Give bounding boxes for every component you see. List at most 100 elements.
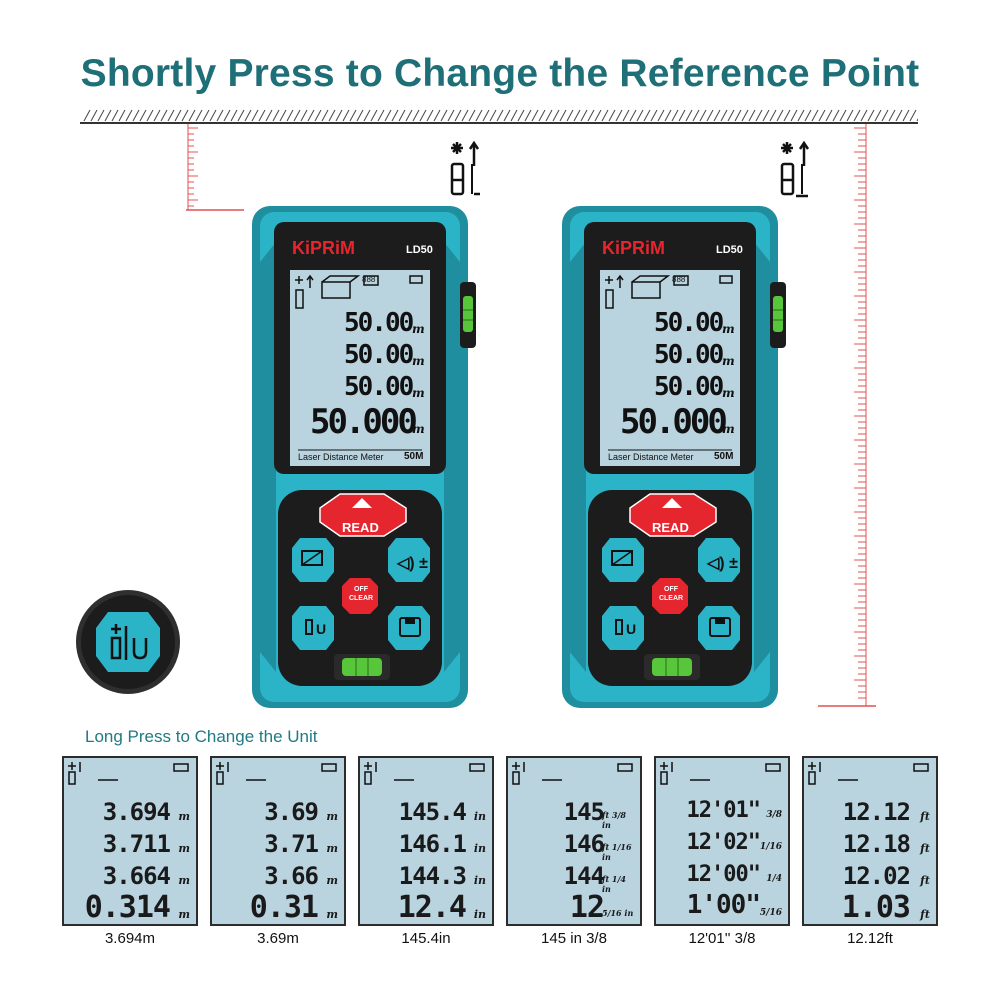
unit-4: 5/16 in [602,908,634,918]
reading-2: 3.71 [264,830,319,858]
unit-2: ft [920,842,930,855]
reading-2: 146.1 [398,830,467,858]
memory-indicator: 888 [672,275,686,284]
lcd-reading-3: 50.00 [344,372,414,402]
svg-text:◁) ±: ◁) ± [396,555,428,572]
panel-status-icons [808,762,929,785]
reading-1: 3.694 [102,798,171,826]
read-button[interactable]: READ [652,520,689,535]
reading-main: 1.03 [841,890,911,925]
unit-2: m [326,842,338,855]
unit-2: in [473,842,486,855]
unit-4: m [722,422,735,436]
reading-3: 3.66 [264,862,319,890]
unit-2: ft 1/16 in [602,842,632,862]
unit-1: m [722,322,735,336]
lcd-reading-main: 50.000 [620,402,728,442]
read-button[interactable]: READ [342,520,379,535]
unit-panel-in-fraction: 145 146 144 12 ft 3/8 in ft 1/16 in ft 1… [506,756,642,926]
reading-main: 12 [569,890,605,925]
unit-3: in [473,874,486,887]
lcd-reading-main: 50.000 [310,402,418,442]
caption-ft-in-fraction: 12'01'' 3/8 [688,930,756,947]
caption-ft-decimal: 12.12ft [847,930,893,947]
reading-main: 0.314 [84,890,171,925]
reading-1: 145 [563,798,605,826]
unit-panel-ft-decimal: 12.12 12.18 12.02 1.03 ft ft ft ft [802,756,938,926]
unit-panel-in-decimal: 145.4 146.1 144.3 12.4 in in in in [358,756,494,926]
reading-3: 144.3 [398,862,467,890]
unit-4: m [326,908,338,921]
unit-3: ft [920,874,930,887]
page-title: Shortly Press to Change the Reference Po… [80,52,920,95]
panel-status-icons [68,762,189,785]
distance-ruler-left [186,124,244,211]
range-label: 50M [404,451,424,462]
unit-4: m [178,908,190,921]
model-label: LD50 [406,244,433,256]
svg-text:◁) ±: ◁) ± [706,555,738,572]
unit-1: m [326,810,338,823]
screen-label: Laser Distance Meter [608,452,694,462]
reading-main: 1'00" [686,890,761,920]
caption-in-decimal: 145.4in [401,930,451,947]
unit-panel-m-3dp: 3.694 3.711 3.664 0.314 m m m m [62,756,198,926]
reading-main: 12.4 [397,890,467,925]
reading-3: 12.02 [842,862,911,890]
reference-rear-icon [780,140,810,198]
unit-3: m [326,874,338,887]
panel-status-icons [660,762,781,785]
lcd-reading-2: 50.00 [344,340,414,370]
laser-distance-meter-front: ◁) ± U KiPRiM LD50 50.00 50.00 50.00 50.… [246,202,498,714]
unit-2: 1/16 [759,842,782,852]
reading-2: 146 [563,830,605,858]
unit-1: ft [920,810,930,823]
reference-unit-button-callout [76,590,180,694]
brand-logo: KiPRiM [602,238,665,258]
range-label: 50M [714,451,734,462]
unit-1: ft 3/8 in [602,810,626,830]
caption-in-fraction: 145 in 3/8 [541,930,607,947]
unit-3: m [178,874,190,887]
svg-text:U: U [316,621,326,637]
lcd-reading-1: 50.00 [654,308,724,338]
unit-3: ft 1/4 in [602,874,626,894]
unit-4: in [473,908,486,921]
caption-m-3dp: 3.694m [104,930,156,947]
reading-3: 144 [563,862,605,890]
reading-1: 12'01" [686,798,761,823]
unit-1: in [473,810,486,823]
unit-1: 3/8 [766,810,782,820]
reading-2: 12'02" [686,830,761,855]
unit-3: 1/4 [766,874,782,884]
reading-1: 3.69 [264,798,319,826]
reading-1: 145.4 [398,798,467,826]
ceiling-surface [80,109,918,124]
lcd-reading-3: 50.00 [654,372,724,402]
unit-section-title: Long Press to Change the Unit [85,727,318,746]
lcd-reading-1: 50.00 [344,308,414,338]
caption-m-2dp: 3.69m [257,930,299,947]
svg-text:U: U [626,621,636,637]
reading-3: 12'00" [686,862,761,887]
memory-indicator: 888 [362,275,376,284]
reading-1: 12.12 [842,798,911,826]
unit-1: m [178,810,190,823]
unit-2: m [178,842,190,855]
panel-status-icons [364,762,485,785]
reading-2: 12.18 [842,830,911,858]
reading-main: 0.31 [249,890,319,925]
laser-distance-meter-rear: ◁) ± U KiPRiM LD50 50.00 50.00 50.00 50.… [556,202,808,714]
screen-label: Laser Distance Meter [298,452,384,462]
unit-3: m [412,386,425,400]
panel-status-icons [512,762,633,785]
unit-1: m [412,322,425,336]
unit-2: m [412,354,425,368]
brand-logo: KiPRiM [292,238,355,258]
reading-2: 3.711 [102,830,171,858]
unit-4: m [412,422,425,436]
unit-2: m [722,354,735,368]
distance-ruler-right [818,124,876,707]
